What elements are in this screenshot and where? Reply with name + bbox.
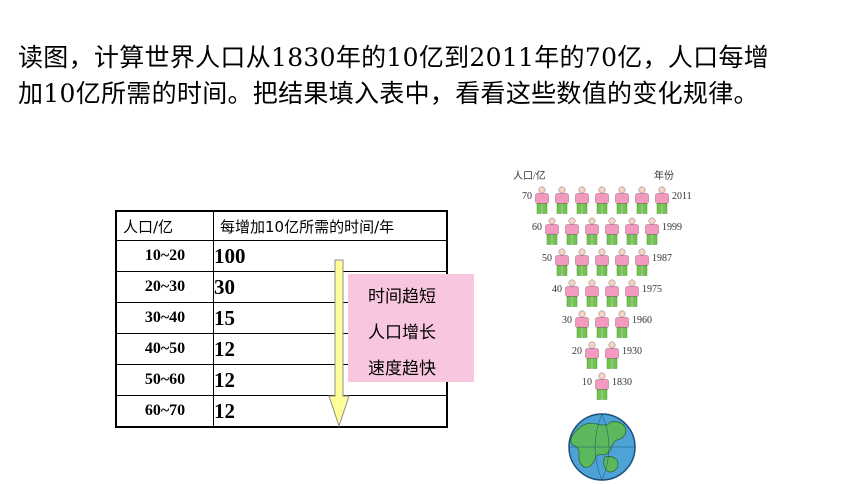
down-arrow-icon — [328, 259, 350, 428]
question-line-2: 加10亿所需的时间。把结果填入表中，看看这些数值的变化规律。 — [18, 79, 759, 108]
person-icon — [595, 186, 609, 214]
globe-meridian — [569, 413, 635, 481]
year-label: 1960 — [632, 315, 652, 326]
person-icon — [585, 217, 599, 245]
year-label: 1975 — [642, 284, 662, 295]
table-row: 60~70 12 — [115, 395, 448, 428]
range-cell: 50~60 — [115, 364, 214, 396]
people-row: 10 1830 — [582, 372, 632, 400]
question-text: 读图，计算世界人口从1830年的10亿到2011年的70亿，人口每增 加10亿所… — [18, 40, 848, 112]
person-icon — [635, 248, 649, 276]
range-cell: 40~50 — [115, 333, 214, 365]
down-arrow-shape — [328, 259, 350, 428]
person-icon — [575, 310, 589, 338]
note-line-growth: 人口增长 — [368, 323, 436, 343]
person-icon — [625, 279, 639, 307]
note-line-time: 时间趋短 — [368, 287, 436, 307]
population-label: 50 — [542, 253, 552, 264]
people-row: 30 1960 — [562, 310, 652, 338]
person-icon — [595, 248, 609, 276]
globe-icon — [568, 413, 636, 481]
people-row: 70 2011 — [522, 186, 692, 214]
year-label: 2011 — [672, 191, 692, 202]
person-icon — [585, 279, 599, 307]
axis-label-population: 人口/亿 — [513, 169, 546, 182]
population-pyramid-figure: 人口/亿 年份 70 2011 60 1999 50 1987 40 1975 30 1960 20… — [513, 169, 692, 481]
year-label: 1987 — [652, 253, 672, 264]
person-icon — [535, 186, 549, 214]
person-icon — [655, 186, 669, 214]
people-layer: 70 2011 60 1999 50 1987 40 1975 30 1960 20 1930 10 18… — [522, 186, 692, 400]
person-icon — [565, 279, 579, 307]
header-population: 人口/亿 — [115, 210, 214, 241]
population-label: 70 — [522, 191, 532, 202]
population-label: 30 — [562, 315, 572, 326]
people-row: 20 1930 — [572, 341, 642, 369]
person-icon — [555, 186, 569, 214]
trend-note: 时间趋短 人口增长 速度趋快 — [348, 274, 474, 382]
person-icon — [595, 310, 609, 338]
table-row: 10~20 100 — [115, 240, 448, 272]
person-icon — [595, 372, 609, 400]
table-row: 30~40 15 — [115, 302, 448, 334]
question-line-1: 读图，计算世界人口从1830年的10亿到2011年的70亿，人口每增 — [18, 43, 770, 72]
person-icon — [585, 341, 599, 369]
table-header-row: 人口/亿 每增加10亿所需的时间/年 — [115, 210, 448, 241]
person-icon — [605, 341, 619, 369]
header-years: 每增加10亿所需的时间/年 — [213, 210, 448, 241]
population-label: 60 — [532, 222, 542, 233]
population-label: 20 — [572, 346, 582, 357]
person-icon — [565, 217, 579, 245]
person-icon — [615, 310, 629, 338]
range-cell: 20~30 — [115, 271, 214, 303]
person-icon — [635, 186, 649, 214]
people-row: 40 1975 — [552, 279, 662, 307]
year-label: 1830 — [612, 377, 632, 388]
person-icon — [555, 248, 569, 276]
range-cell: 30~40 — [115, 302, 214, 334]
person-icon — [645, 217, 659, 245]
person-icon — [575, 186, 589, 214]
axis-label-year: 年份 — [654, 169, 674, 182]
year-label: 1999 — [662, 222, 682, 233]
person-icon — [605, 217, 619, 245]
year-label: 1930 — [622, 346, 642, 357]
range-cell: 60~70 — [115, 395, 214, 428]
population-label: 10 — [582, 377, 592, 388]
person-icon — [575, 248, 589, 276]
person-icon — [545, 217, 559, 245]
population-label: 40 — [552, 284, 562, 295]
globe-land-south — [603, 456, 619, 473]
people-row: 50 1987 — [542, 248, 672, 276]
person-icon — [625, 217, 639, 245]
people-row: 60 1999 — [532, 217, 682, 245]
person-icon — [615, 248, 629, 276]
range-cell: 10~20 — [115, 240, 214, 272]
person-icon — [615, 186, 629, 214]
note-line-speed: 速度趋快 — [368, 359, 436, 379]
person-icon — [605, 279, 619, 307]
